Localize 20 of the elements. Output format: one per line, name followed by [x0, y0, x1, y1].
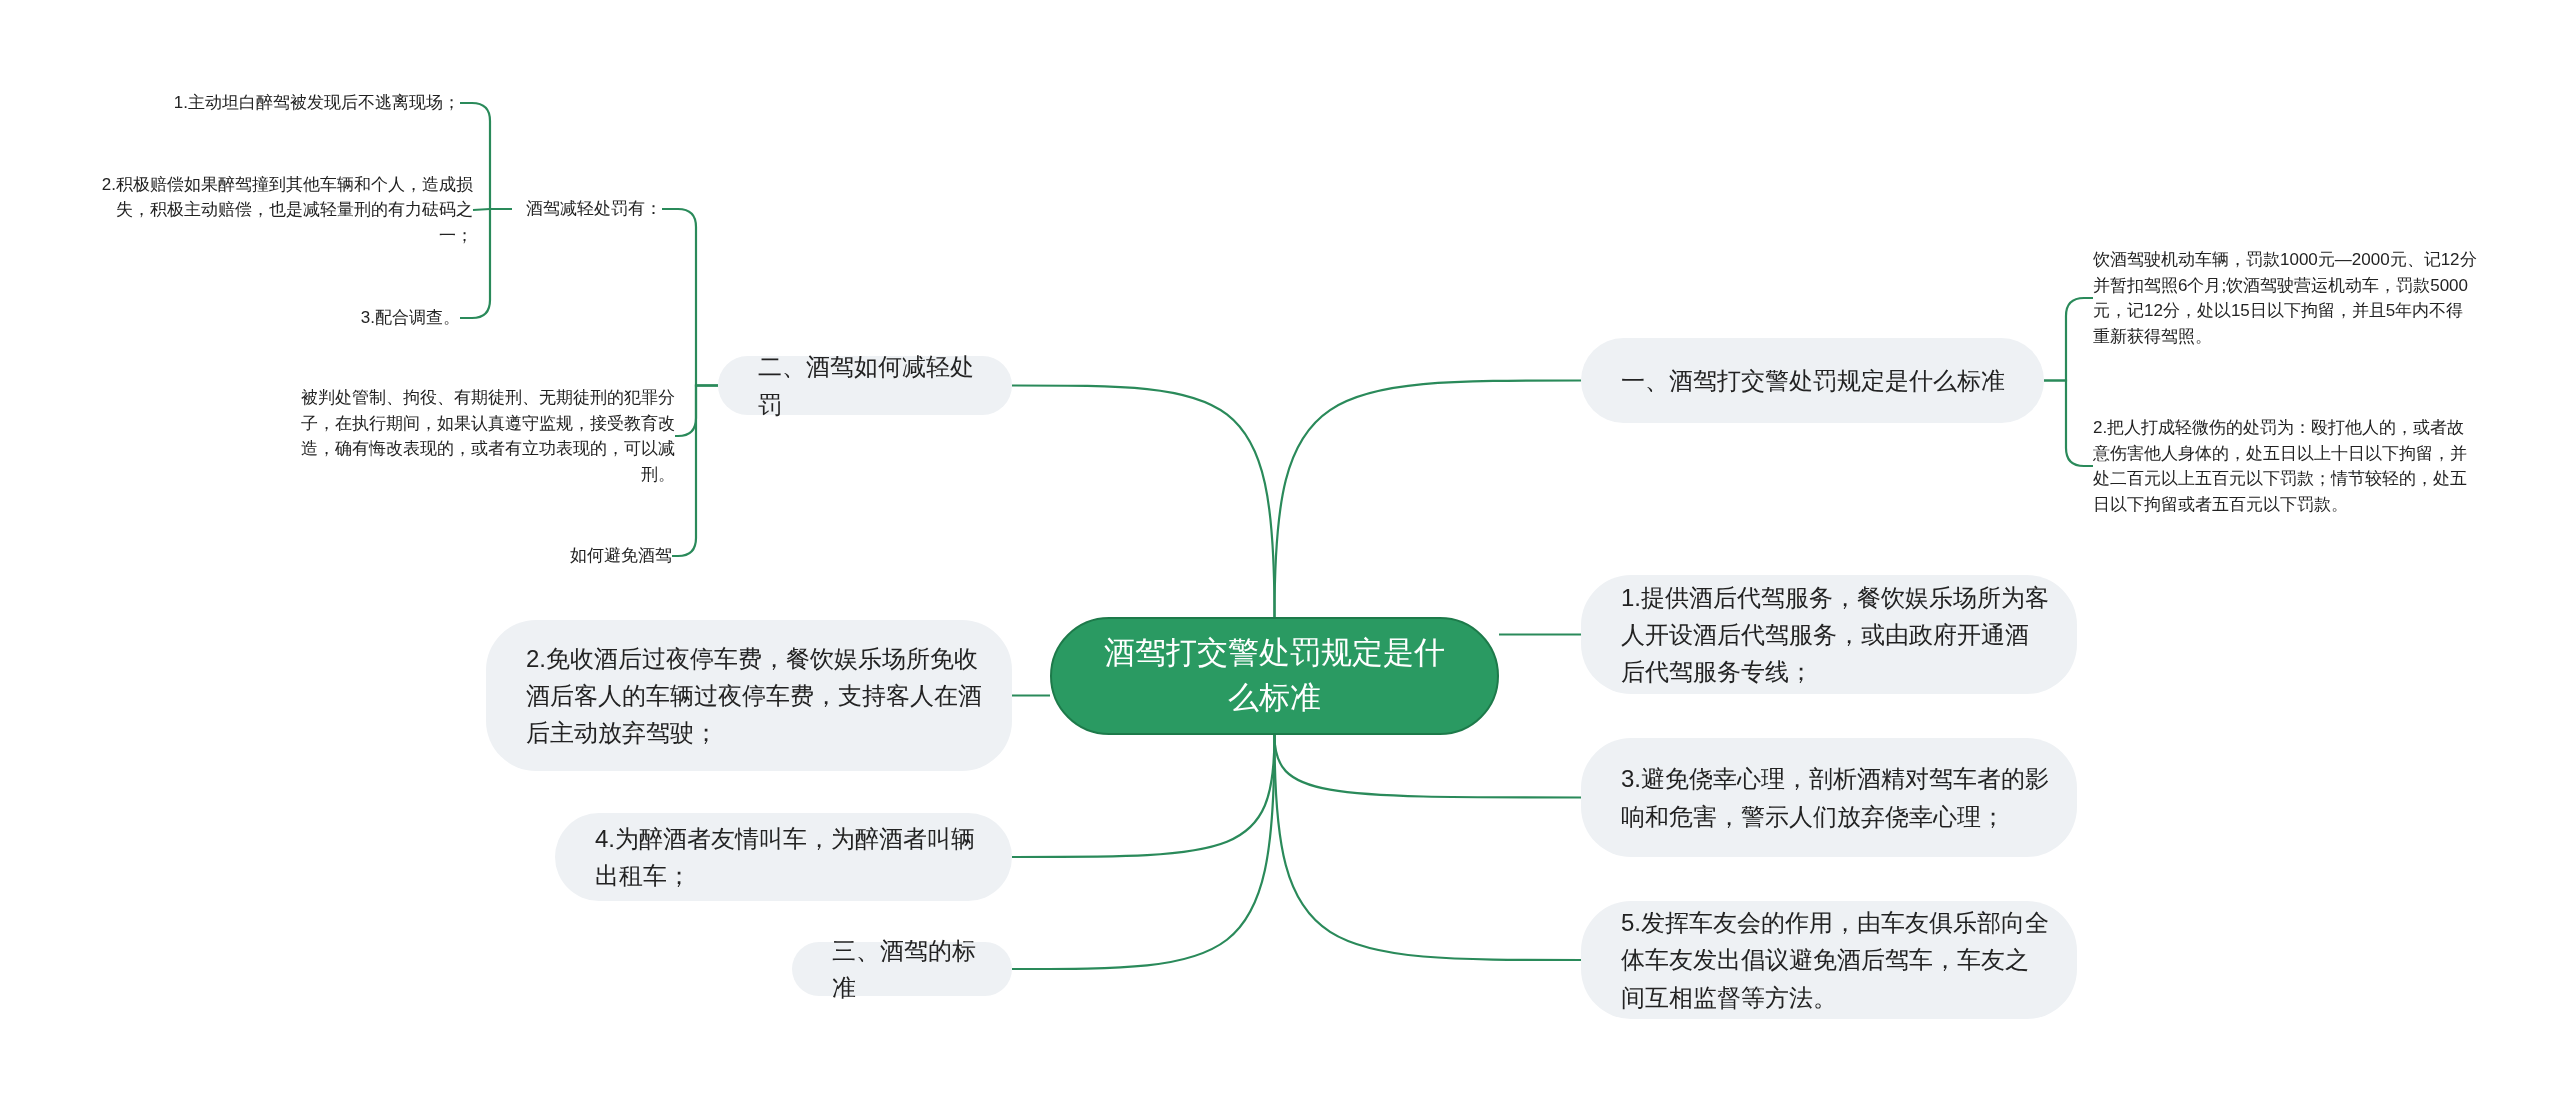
- note-text: 酒驾减轻处罚有：: [512, 194, 662, 224]
- central-topic-box: 酒驾打交警处罚规定是什么标准: [1050, 617, 1499, 735]
- connector-line: [1012, 384, 1276, 617]
- note-text: 1.主动坦白醉驾被发现后不逃离现场；: [120, 90, 460, 116]
- topic-box: 2.免收酒后过夜停车费，餐饮娱乐场所免收酒后客人的车辆过夜停车费，支持客人在酒后主动放弃驾驶；: [486, 620, 1012, 771]
- note-text: 2.把人打成轻微伤的处罚为：殴打他人的，或者故意伤害他人身体的，处五日以上十日以下拘留，并处二百元以上五百元以下罚款；情节较轻的，处五日以下拘留或者五百元以下罚款。: [2093, 403, 2478, 529]
- connector-line: [1273, 734, 1581, 962]
- note-text: 如何避免酒驾: [540, 542, 672, 570]
- topic-box: 1.提供酒后代驾服务，餐饮娱乐场所为客人开设酒后代驾服务，或由政府开通酒后代驾服务专线；: [1581, 575, 2077, 694]
- topic-box: 3.避免侥幸心理，剖析酒精对驾车者的影响和危害，警示人们放弃侥幸心理；: [1581, 738, 2077, 857]
- note-text: 被判处管制、拘役、有期徒刑、无期徒刑的犯罪分子，在执行期间，如果认真遵守监规，接受教育改造，确有悔改表现的，或者有立功表现的，可以减刑。: [290, 384, 675, 488]
- connector-line: [1499, 633, 1581, 636]
- connector-line: [1012, 694, 1050, 697]
- topic-box: 5.发挥车友会的作用，由车友俱乐部向全体车友发出倡议避免酒后驾车，车友之间互相监督等方法。: [1581, 901, 2077, 1019]
- note-text: 3.配合调查。: [330, 305, 460, 331]
- topic-box: 一、酒驾打交警处罚规定是什么标准: [1581, 338, 2044, 423]
- note-text: 2.积极赔偿如果醉驾撞到其他车辆和个人，造成损失，积极主动赔偿，也是减轻量刑的有力砝码之一；: [88, 170, 473, 250]
- note-text: 饮酒驾驶机动车辆，罚款1000元—2000元、记12分并暂扣驾照6个月;饮酒驾驶营运机动车，罚款5000元，记12分，处以15日以下拘留，并且5年内不得重新获得驾照。: [2093, 246, 2478, 350]
- topic-box: 二、酒驾如何减轻处罚: [718, 356, 1012, 415]
- topic-box: 4.为醉酒者友情叫车，为醉酒者叫辆出租车；: [555, 813, 1012, 901]
